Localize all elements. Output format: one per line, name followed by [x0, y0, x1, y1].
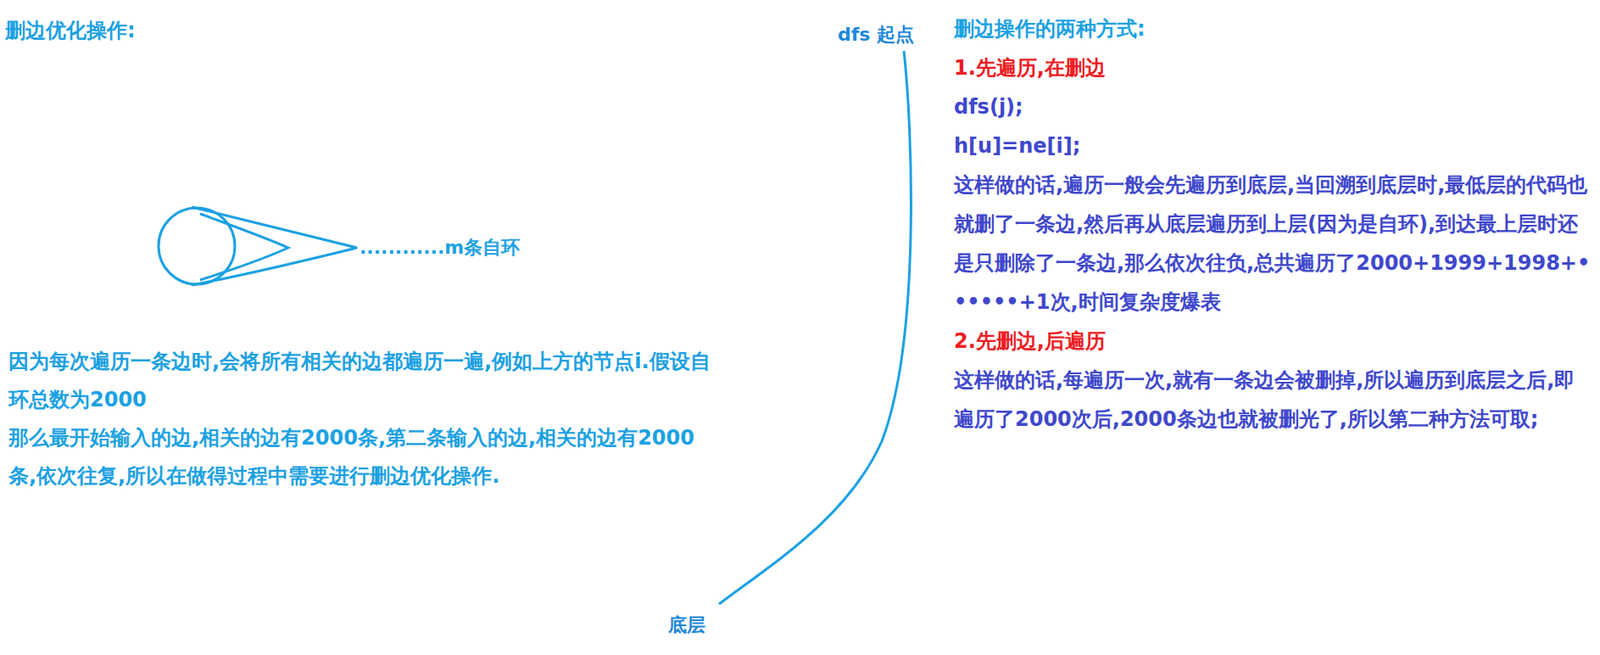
self-loop — [191, 206, 357, 285]
heading: 删边优化操作: — [5, 16, 136, 45]
code-line: dfs(j); — [953, 87, 1592, 127]
method-column: 删边操作的两种方式:1.先遍历,在删边dfs(j);h[u]=ne[i];这样做… — [953, 9, 1592, 439]
recursion-depth-curve — [719, 50, 911, 604]
note-text: 那么最开始输入的边,相关的边有2000条,第二条输入的边,相关的边有2000条,… — [8, 418, 717, 496]
self-loop — [200, 213, 289, 280]
explanation-text: 这样做的话,遍历一般会先遍历到底层,当回溯到底层时,最低层的代码也就删了一条边,… — [953, 165, 1592, 322]
code-line: h[u]=ne[i]; — [953, 126, 1592, 166]
method-heading: 2.先删边,后遍历 — [953, 321, 1592, 361]
curve-label: dfs 起点 — [837, 22, 915, 48]
section-heading: 删边操作的两种方式: — [953, 9, 1592, 49]
loop-label: ............m条自环 — [359, 234, 520, 261]
explanation-text: 这样做的话,每遍历一次,就有一条边会被删掉,所以遍历到底层之后,即遍历了2000… — [953, 360, 1592, 439]
method-heading: 1.先遍历,在删边 — [953, 48, 1592, 88]
curve-label: 底层 — [668, 612, 706, 638]
note-text: 因为每次遍历一条边时,会将所有相关的边都遍历一遍,例如上方的节点i.假设自环总数… — [8, 342, 717, 419]
